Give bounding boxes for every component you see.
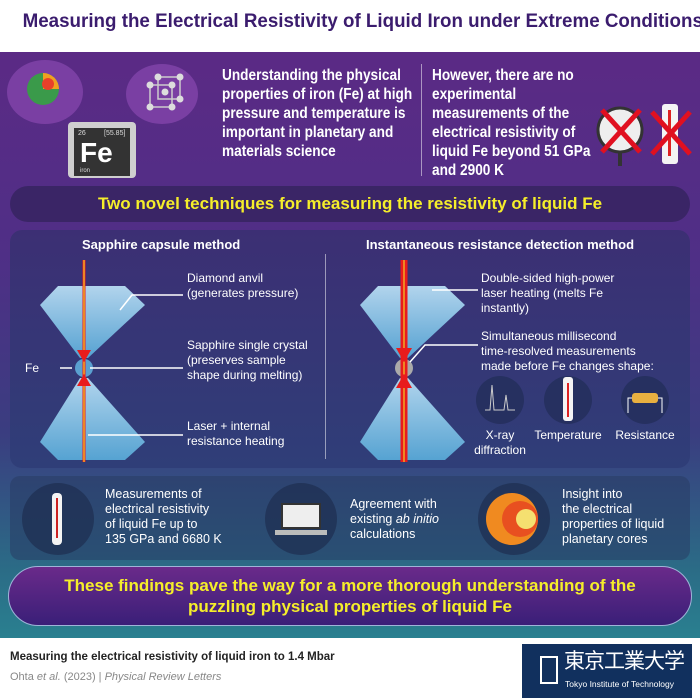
method2-title: Instantaneous resistance detection metho…	[366, 237, 635, 252]
element-symbol: Fe	[80, 137, 113, 168]
element-name: iron	[80, 168, 91, 174]
conclusion-line: puzzling physical properties of liquid F…	[188, 597, 512, 616]
label-resistance: Resistance	[615, 428, 675, 442]
intro-left-text: Understanding the physical properties of…	[222, 67, 413, 160]
tokyo-tech-logo: 東京工業大学 Tokyo Institute of Technology	[522, 644, 692, 698]
result-line: calculations	[350, 527, 416, 541]
label-line: laser heating (melts Fe	[481, 286, 604, 300]
label-line: time-resolved measurements	[481, 344, 636, 358]
label-line: Double-sided high-power	[481, 271, 615, 285]
result-line: 135 GPa and 6680 K	[105, 532, 222, 546]
diamond-anvil-diagrams	[40, 260, 669, 462]
label-line: (generates pressure)	[187, 286, 299, 300]
planet-core-icon	[478, 483, 550, 555]
label-sapphire: Sapphire single crystal(preserves sample…	[187, 338, 308, 383]
result-line: properties of liquid	[562, 517, 665, 531]
result-italic: ab initio	[395, 512, 439, 526]
swallow-emblem-icon	[540, 656, 558, 684]
page-title: Measuring the Electrical Resistivity of …	[22, 10, 700, 32]
diamond-anvil-left	[40, 260, 183, 462]
year: (2023) |	[60, 671, 105, 683]
intro-right-text: However, there are no experimental measu…	[432, 67, 591, 179]
cross-icon	[600, 108, 692, 156]
intro-illustration	[7, 60, 198, 178]
result-line: planetary cores	[562, 532, 648, 546]
authors: Ohta	[10, 671, 37, 683]
label-line: shape during melting)	[187, 368, 303, 382]
no-measurement-icons	[596, 104, 692, 166]
label-line: Sapphire single crystal	[187, 338, 308, 352]
logo-japanese: 東京工業大学	[564, 650, 685, 673]
label-line: diffraction	[474, 443, 526, 457]
label-temperature: Temperature	[534, 428, 602, 442]
result-line: Agreement with	[350, 497, 437, 511]
label-line: X-ray	[485, 428, 515, 442]
result-line: Insight into	[562, 487, 623, 501]
result-line: electrical resistivity	[105, 502, 210, 516]
techniques-banner: Two novel techniques for measuring the r…	[10, 186, 690, 222]
conclusion-banner: These findings pave the way for a more t…	[8, 566, 692, 626]
citation: Ohta et al. (2023) | Physical Review Let…	[10, 670, 221, 684]
xray-diffraction-icon	[476, 376, 524, 424]
label-line: Diamond anvil	[187, 271, 264, 285]
result-text: existing	[350, 512, 396, 526]
logo-english: Tokyo Institute of Technology	[565, 679, 674, 689]
label-line: Simultaneous millisecond	[481, 329, 617, 343]
label-line: instantly)	[481, 301, 530, 315]
divider	[421, 64, 422, 176]
element-number: 26	[78, 130, 86, 137]
diamond-anvil-right	[360, 260, 478, 462]
results-panel	[10, 476, 690, 560]
et-al: et al.	[36, 671, 61, 683]
laptop-icon	[265, 483, 337, 555]
journal: Physical Review Letters	[104, 671, 222, 683]
result-line: of liquid Fe up to	[105, 517, 198, 531]
label-line: (preserves sample	[187, 353, 286, 367]
fe-label: Fe	[25, 361, 40, 375]
result-line: Measurements of	[105, 487, 202, 501]
methods-divider	[325, 254, 326, 459]
conclusion-line: These findings pave the way for a more t…	[64, 576, 636, 595]
method1-title: Sapphire capsule method	[82, 237, 241, 252]
label-line: Laser + internal	[187, 419, 271, 433]
paper-title: Measuring the electrical resistivity of …	[10, 651, 335, 663]
element-mass: [55.85]	[104, 130, 126, 137]
label-line: resistance heating	[187, 434, 285, 448]
label-diamond-anvil: Diamond anvil(generates pressure)	[187, 271, 298, 301]
label-line: made before Fe changes shape:	[481, 359, 654, 373]
thought-bubble-crystal	[126, 64, 198, 124]
crystal-lattice-icon	[149, 76, 181, 108]
result-line: the electrical	[562, 502, 633, 516]
thermometer-result-icon	[22, 483, 94, 555]
